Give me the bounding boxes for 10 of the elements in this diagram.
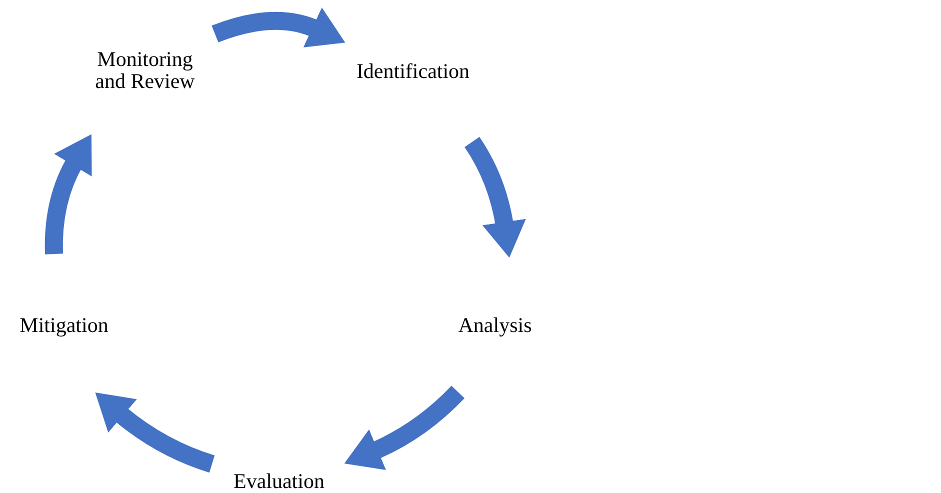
curved-arrow [464,137,526,258]
stage-label: Identification [346,60,480,82]
curved-arrow [212,7,346,48]
curved-arrow [94,392,215,473]
stage-label: Monitoring and Review [84,48,206,92]
stage-label: Evaluation [224,470,334,492]
stage-label: Mitigation [10,314,118,336]
curved-arrow [344,386,464,470]
curved-arrow [44,134,92,254]
stage-label: Analysis [450,314,540,336]
